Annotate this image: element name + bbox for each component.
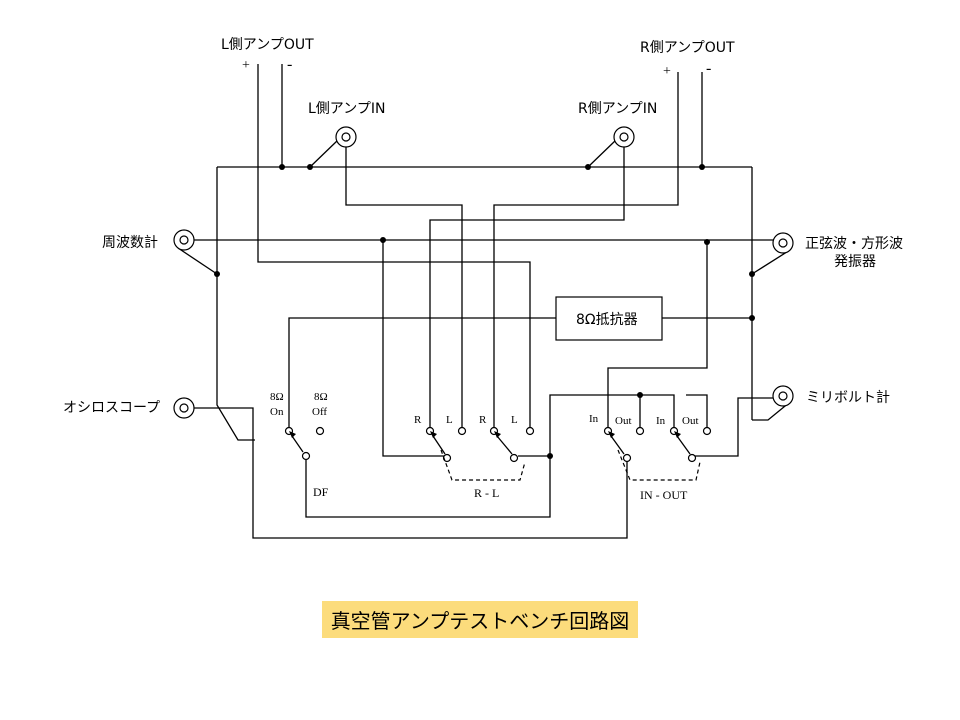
rl-common-wire (382, 240, 447, 457)
oscilloscope-label: オシロスコープ (63, 400, 160, 416)
df-label: DF (313, 485, 329, 499)
millivoltmeter-label: ミリボルト計 (806, 390, 890, 406)
r-amp-out-label: R側アンプOUT (640, 40, 735, 56)
millivolt-ground (752, 401, 791, 421)
oscillator-ground (751, 249, 791, 275)
frequency-counter-label: 周波数計 (102, 235, 158, 251)
junction-dot (380, 237, 386, 243)
oscillator-to-io-switch (607, 242, 708, 428)
l-in-signal-wire (345, 145, 463, 428)
io-switch-arm-1[interactable] (610, 435, 625, 455)
df-switch-arrow (289, 431, 296, 438)
diagram-title: 真空管アンプテストベンチ回路図 (322, 601, 638, 638)
io-common2-terminal (687, 453, 697, 463)
r-in-ground-lead (587, 139, 617, 168)
junction-dot (699, 164, 705, 170)
df-off-terminal (315, 426, 325, 436)
df-switch-arm[interactable] (291, 435, 304, 453)
l-amp-out-plus: + (242, 58, 250, 73)
io-switch-label: IN - OUT (640, 488, 688, 502)
rl-l1-label: L (446, 414, 453, 426)
rl-switch-arrow-2 (494, 431, 501, 438)
r-out-plus-wire (493, 72, 679, 428)
oscilloscope-signal-wire (193, 407, 628, 539)
rl-r1-label: R (414, 414, 422, 426)
rl-l2-label: L (511, 414, 518, 426)
df-off-label: Off (312, 406, 327, 418)
io-in1-label: In (589, 413, 599, 425)
junction-dot (749, 271, 755, 277)
resistor-left-wire (288, 317, 556, 428)
oscilloscope-jack (173, 397, 195, 419)
frequency-counter-jack (173, 229, 195, 251)
io-out2-terminal (702, 426, 712, 436)
io-switch-arm-2[interactable] (676, 435, 691, 455)
millivoltmeter-jack (772, 385, 794, 407)
r-in-signal-wire (429, 145, 625, 428)
rl-switch-label: R - L (474, 486, 499, 500)
rl-r2-label: R (479, 414, 487, 426)
df-common-terminal (301, 451, 311, 461)
io-switch-linkage (617, 449, 701, 481)
r-amp-out-minus: - (706, 60, 711, 77)
df-off-ohm-label: 8Ω (314, 391, 328, 403)
r-amp-in-label: R側アンプIN (578, 101, 657, 117)
io-to-millivolt (686, 394, 708, 428)
io-out2-label: Out (682, 415, 699, 427)
l-amp-in-label: L側アンプIN (308, 101, 385, 117)
millivolt-signal (692, 397, 773, 457)
l-amp-out-minus: - (287, 56, 292, 73)
io-out1-terminal (635, 426, 645, 436)
junction-dot (749, 315, 755, 321)
io-common1-terminal (622, 453, 632, 463)
l-out-plus-wire (257, 64, 531, 428)
freq-counter-ground (177, 247, 218, 275)
rl-l1-terminal (457, 426, 467, 436)
df-on-label: On (270, 406, 284, 418)
io-switch-arrow-1 (608, 431, 615, 438)
junction-dot (637, 392, 643, 398)
oscillator-label-1: 正弦波・方形波 (805, 236, 903, 252)
rl-switch-arrow-1 (430, 431, 437, 438)
io-out-bus (549, 394, 675, 456)
io-switch-arrow-2 (674, 431, 681, 438)
junction-dot (307, 164, 313, 170)
resistor-label: 8Ω抵抗器 (576, 312, 638, 328)
oscillator-jack (772, 232, 794, 254)
rl-l2-terminal (525, 426, 535, 436)
oscillator-label-2: 発振器 (834, 254, 876, 270)
io-in2-label: In (656, 415, 666, 427)
rl-switch-linkage (440, 449, 526, 481)
l-in-ground-lead (309, 139, 339, 168)
junction-dot (704, 239, 710, 245)
r-amp-in-jack (613, 126, 635, 148)
df-on-ohm-label: 8Ω (270, 391, 284, 403)
rl-switch-arm-2[interactable] (496, 435, 513, 455)
l-amp-out-label: L側アンプOUT (221, 37, 314, 53)
io-out1-label: Out (615, 415, 632, 427)
rl-common2-terminal (509, 453, 519, 463)
junction-dot (214, 271, 220, 277)
junction-dot (547, 453, 553, 459)
r-amp-out-plus: + (663, 64, 671, 79)
junction-dot (585, 164, 591, 170)
ground-left (216, 167, 255, 441)
junction-dot (279, 164, 285, 170)
df-switch-output (305, 455, 551, 518)
rl-switch-arm-1[interactable] (432, 435, 446, 455)
l-amp-in-jack (335, 126, 357, 148)
resistor-box (555, 296, 663, 341)
